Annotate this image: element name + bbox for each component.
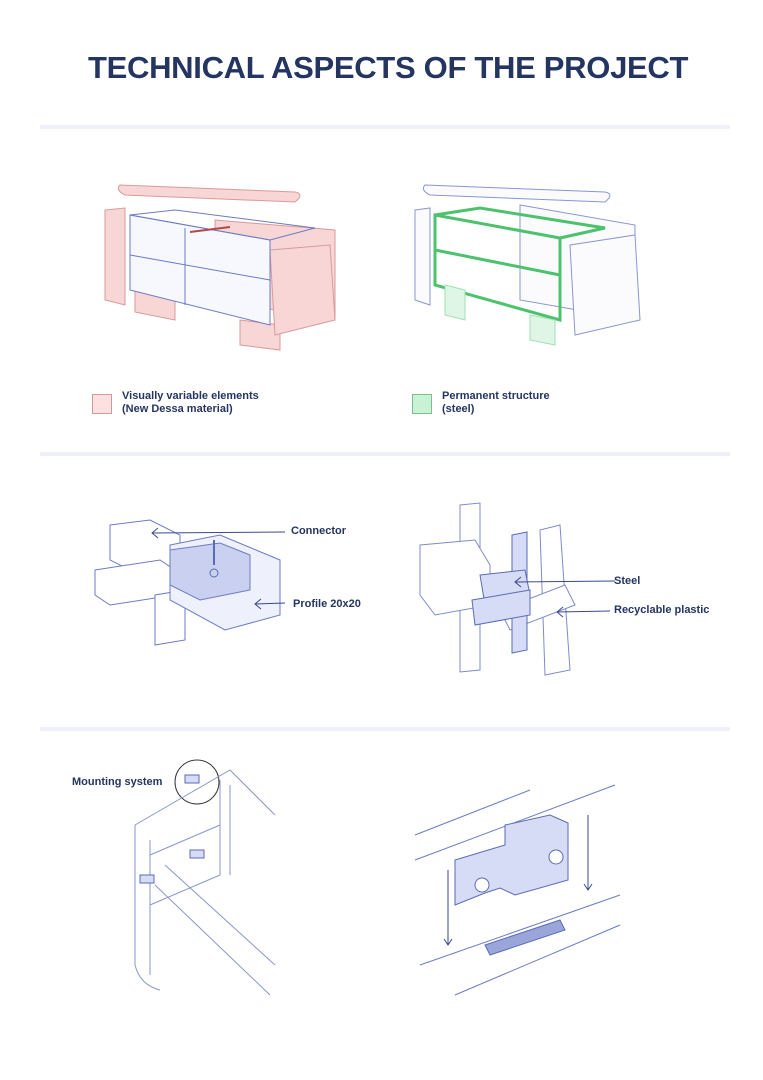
legend-permanent-structure: Permanent structure(steel) <box>412 390 550 416</box>
steel-plastic-joint-illustration <box>419 502 616 676</box>
profile-label: Profile 20x20 <box>293 598 361 610</box>
mounting-system-frame-illustration <box>134 759 276 996</box>
connector-label: Connector <box>291 525 346 537</box>
legend-variable-elements: Visually variable elements(New Dessa mat… <box>92 390 259 416</box>
mounting-bracket-detail-illustration <box>414 784 621 996</box>
legend-variable-line1: Visually variable elements <box>122 390 259 402</box>
mounting-system-label: Mounting system <box>72 776 163 788</box>
connector-profile-illustration <box>94 519 286 646</box>
page-title: TECHNICAL ASPECTS OF THE PROJECT <box>88 50 689 85</box>
recyclable-plastic-label: Recyclable plastic <box>614 604 710 616</box>
steel-label: Steel <box>614 575 641 587</box>
cabinet-variable-elements-illustration <box>104 184 336 351</box>
cabinet-permanent-structure-illustration <box>414 184 641 346</box>
divider <box>40 727 730 731</box>
legend-permanent-line1: Permanent structure <box>442 390 550 402</box>
legend-swatch-pink <box>92 394 112 414</box>
legend-swatch-green <box>412 394 432 414</box>
legend-permanent-line2: (steel) <box>442 403 475 415</box>
divider <box>40 125 730 129</box>
divider <box>40 452 730 456</box>
legend-variable-line2: (New Dessa material) <box>122 403 233 415</box>
